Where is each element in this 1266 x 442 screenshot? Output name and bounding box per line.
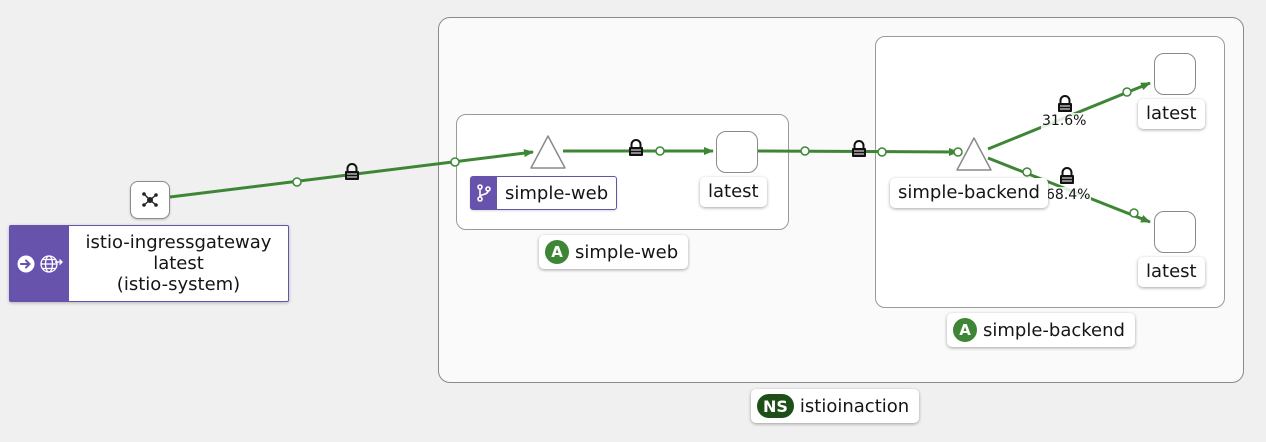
lock-icon	[1058, 95, 1072, 112]
workload-node-simple-backend-latest-top[interactable]	[1154, 53, 1196, 95]
lock-icon	[345, 163, 359, 180]
ingress-gateway-label[interactable]: istio-ingressgateway latest (istio-syste…	[9, 225, 289, 302]
ingress-name: istio-ingressgateway	[85, 232, 272, 253]
app-name: simple-backend	[983, 319, 1125, 341]
service-label-simple-web[interactable]: simple-web	[470, 176, 618, 210]
service-node-simple-backend[interactable]	[955, 136, 993, 172]
namespace-label: NS istioinaction	[751, 389, 920, 423]
namespace-badge: NS	[757, 394, 794, 418]
gateway-icon	[142, 192, 158, 207]
edge-percentage-bottom: 68.4%	[1045, 187, 1092, 203]
app-badge: A	[545, 240, 569, 264]
ingress-namespace: (istio-system)	[116, 274, 241, 295]
service-label-text: simple-web	[505, 182, 609, 204]
gateway-node[interactable]	[130, 181, 170, 219]
ingress-version: latest	[153, 253, 204, 274]
workload-node-simple-web-latest[interactable]	[716, 131, 758, 173]
service-label-simple-backend[interactable]: simple-backend	[890, 178, 1048, 208]
lock-icon	[629, 139, 643, 156]
lock-icon	[852, 140, 866, 157]
service-icon	[477, 184, 491, 202]
arrow-circle-icon	[17, 255, 34, 272]
workload-node-simple-backend-latest-bottom[interactable]	[1154, 211, 1196, 253]
app-label-simple-web: A simple-web	[539, 235, 689, 269]
workload-label-web-latest: latest	[700, 177, 767, 207]
workload-label-backend-latest-bottom: latest	[1138, 257, 1205, 287]
app-badge: A	[953, 318, 977, 342]
service-node-simple-web[interactable]	[529, 134, 567, 170]
workload-label-backend-latest-top: latest	[1138, 99, 1205, 129]
app-name: simple-web	[575, 241, 679, 263]
app-label-simple-backend: A simple-backend	[947, 313, 1135, 347]
edge-percentage-top: 31.6%	[1041, 113, 1088, 129]
globe-icon	[39, 254, 63, 273]
lock-icon	[1060, 167, 1074, 184]
namespace-name: istioinaction	[799, 395, 910, 417]
